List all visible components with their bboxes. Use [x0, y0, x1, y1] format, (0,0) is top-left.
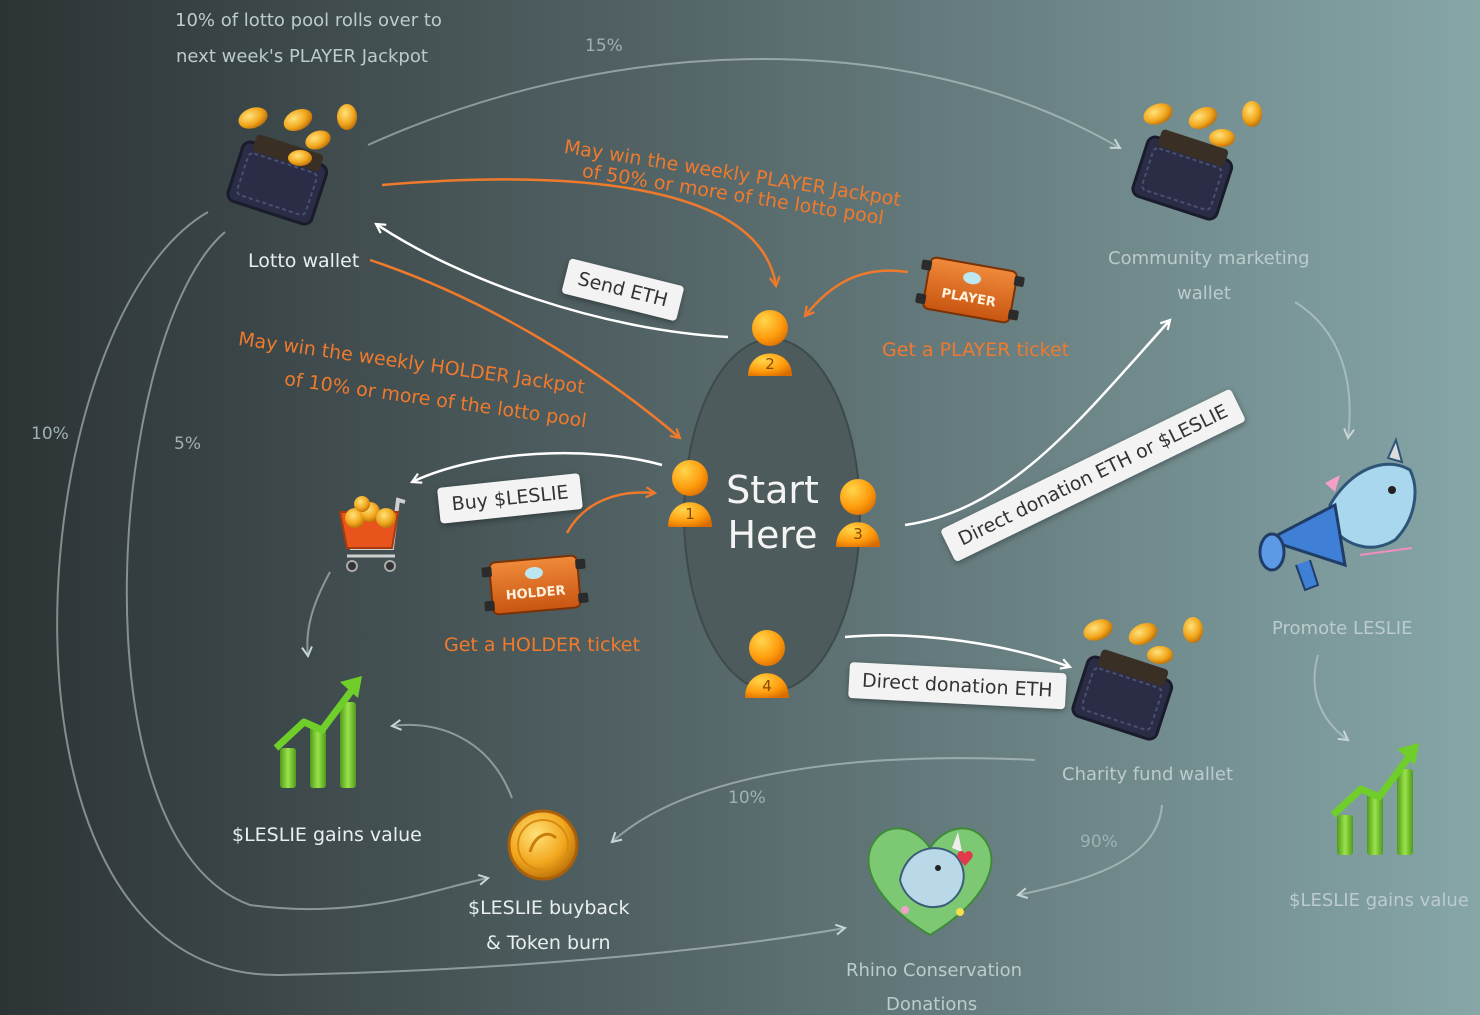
leslie-gains-value-left-label: $LESLIE gains value — [232, 824, 422, 846]
arrow-lotto-to-rhino-10pct — [56, 211, 845, 977]
shopping-cart-icon — [338, 496, 406, 572]
rhino-conservation-line2: Donations — [886, 994, 978, 1015]
person-icon-2 — [748, 310, 792, 376]
step-number-2: 2 — [765, 355, 775, 373]
arrow-charity-to-buyback — [612, 757, 1036, 842]
arrow-community-to-promote — [1294, 301, 1350, 438]
buyback-line2: & Token burn — [486, 932, 611, 954]
step-number-4: 4 — [762, 677, 772, 695]
start-here-label: Start Here — [725, 468, 820, 558]
person-icon-4 — [745, 630, 789, 698]
arrow-lotto-to-community — [367, 58, 1120, 148]
arrow-buy-leslie — [412, 451, 663, 482]
start-line2: Here — [727, 512, 818, 557]
white-arrows — [376, 224, 1170, 667]
arrow-holder-ticket — [565, 492, 655, 534]
arrow-send-eth — [376, 224, 729, 339]
step-number-1: 1 — [685, 505, 695, 523]
pct-15-label: 15% — [585, 36, 623, 56]
arrow-promote-to-value — [1313, 654, 1348, 740]
arrow-buyback-to-value — [392, 725, 513, 799]
get-holder-ticket-label: Get a HOLDER ticket — [444, 634, 640, 656]
community-wallet-line1: Community marketing — [1108, 248, 1310, 269]
growth-chart-icon — [1330, 743, 1419, 855]
arrow-holder-jackpot — [369, 258, 680, 438]
arrow-charity-to-rhino — [1018, 804, 1163, 895]
pct-5-label: 5% — [174, 434, 201, 454]
player-ticket-icon: PLAYER — [915, 256, 1025, 324]
rhino-heart-icon — [867, 827, 993, 937]
person-icon-1 — [668, 460, 712, 527]
start-line1: Start — [726, 468, 819, 512]
promote-leslie-label: Promote LESLIE — [1272, 618, 1413, 639]
faint-arrows — [56, 58, 1350, 977]
get-player-ticket-label: Get a PLAYER ticket — [882, 339, 1070, 361]
gold-coin-icon — [507, 809, 579, 881]
charity-wallet-label: Charity fund wallet — [1062, 764, 1234, 785]
arrow-direct-donation-community — [904, 320, 1170, 527]
rhino-conservation-line1: Rhino Conservation — [846, 960, 1023, 981]
lotto-wallet-label: Lotto wallet — [248, 250, 360, 272]
pct-10-left-label: 10% — [31, 424, 69, 444]
holder-ticket-text: HOLDER — [505, 583, 566, 603]
arrow-cart-to-value — [307, 571, 331, 656]
arrow-player-jackpot — [381, 178, 776, 286]
arrow-lotto-to-buyback-5pct — [125, 231, 488, 911]
wallet-icon — [1071, 617, 1203, 741]
rollover-note-line2: next week's PLAYER Jackpot — [176, 46, 428, 67]
buyback-line1: $LESLIE buyback — [468, 897, 630, 919]
arrow-player-ticket — [805, 269, 909, 316]
community-wallet-line2: wallet — [1177, 283, 1231, 304]
pct-90-label: 90% — [1080, 832, 1118, 852]
orange-arrows — [369, 178, 909, 534]
rollover-note-line1: 10% of lotto pool rolls over to — [175, 10, 442, 31]
pct-10-bottom-label: 10% — [728, 788, 766, 808]
wallet-icon — [226, 104, 357, 226]
person-icon-3 — [836, 479, 880, 547]
leslie-gains-value-right-label: $LESLIE gains value — [1289, 890, 1469, 911]
holder-ticket-icon: HOLDER — [481, 554, 589, 616]
megaphone-rhino-icon — [1258, 437, 1417, 592]
growth-chart-icon — [273, 676, 362, 788]
step-number-3: 3 — [853, 525, 863, 543]
wallet-icon — [1131, 101, 1262, 221]
arrow-direct-donation-charity — [844, 634, 1070, 667]
